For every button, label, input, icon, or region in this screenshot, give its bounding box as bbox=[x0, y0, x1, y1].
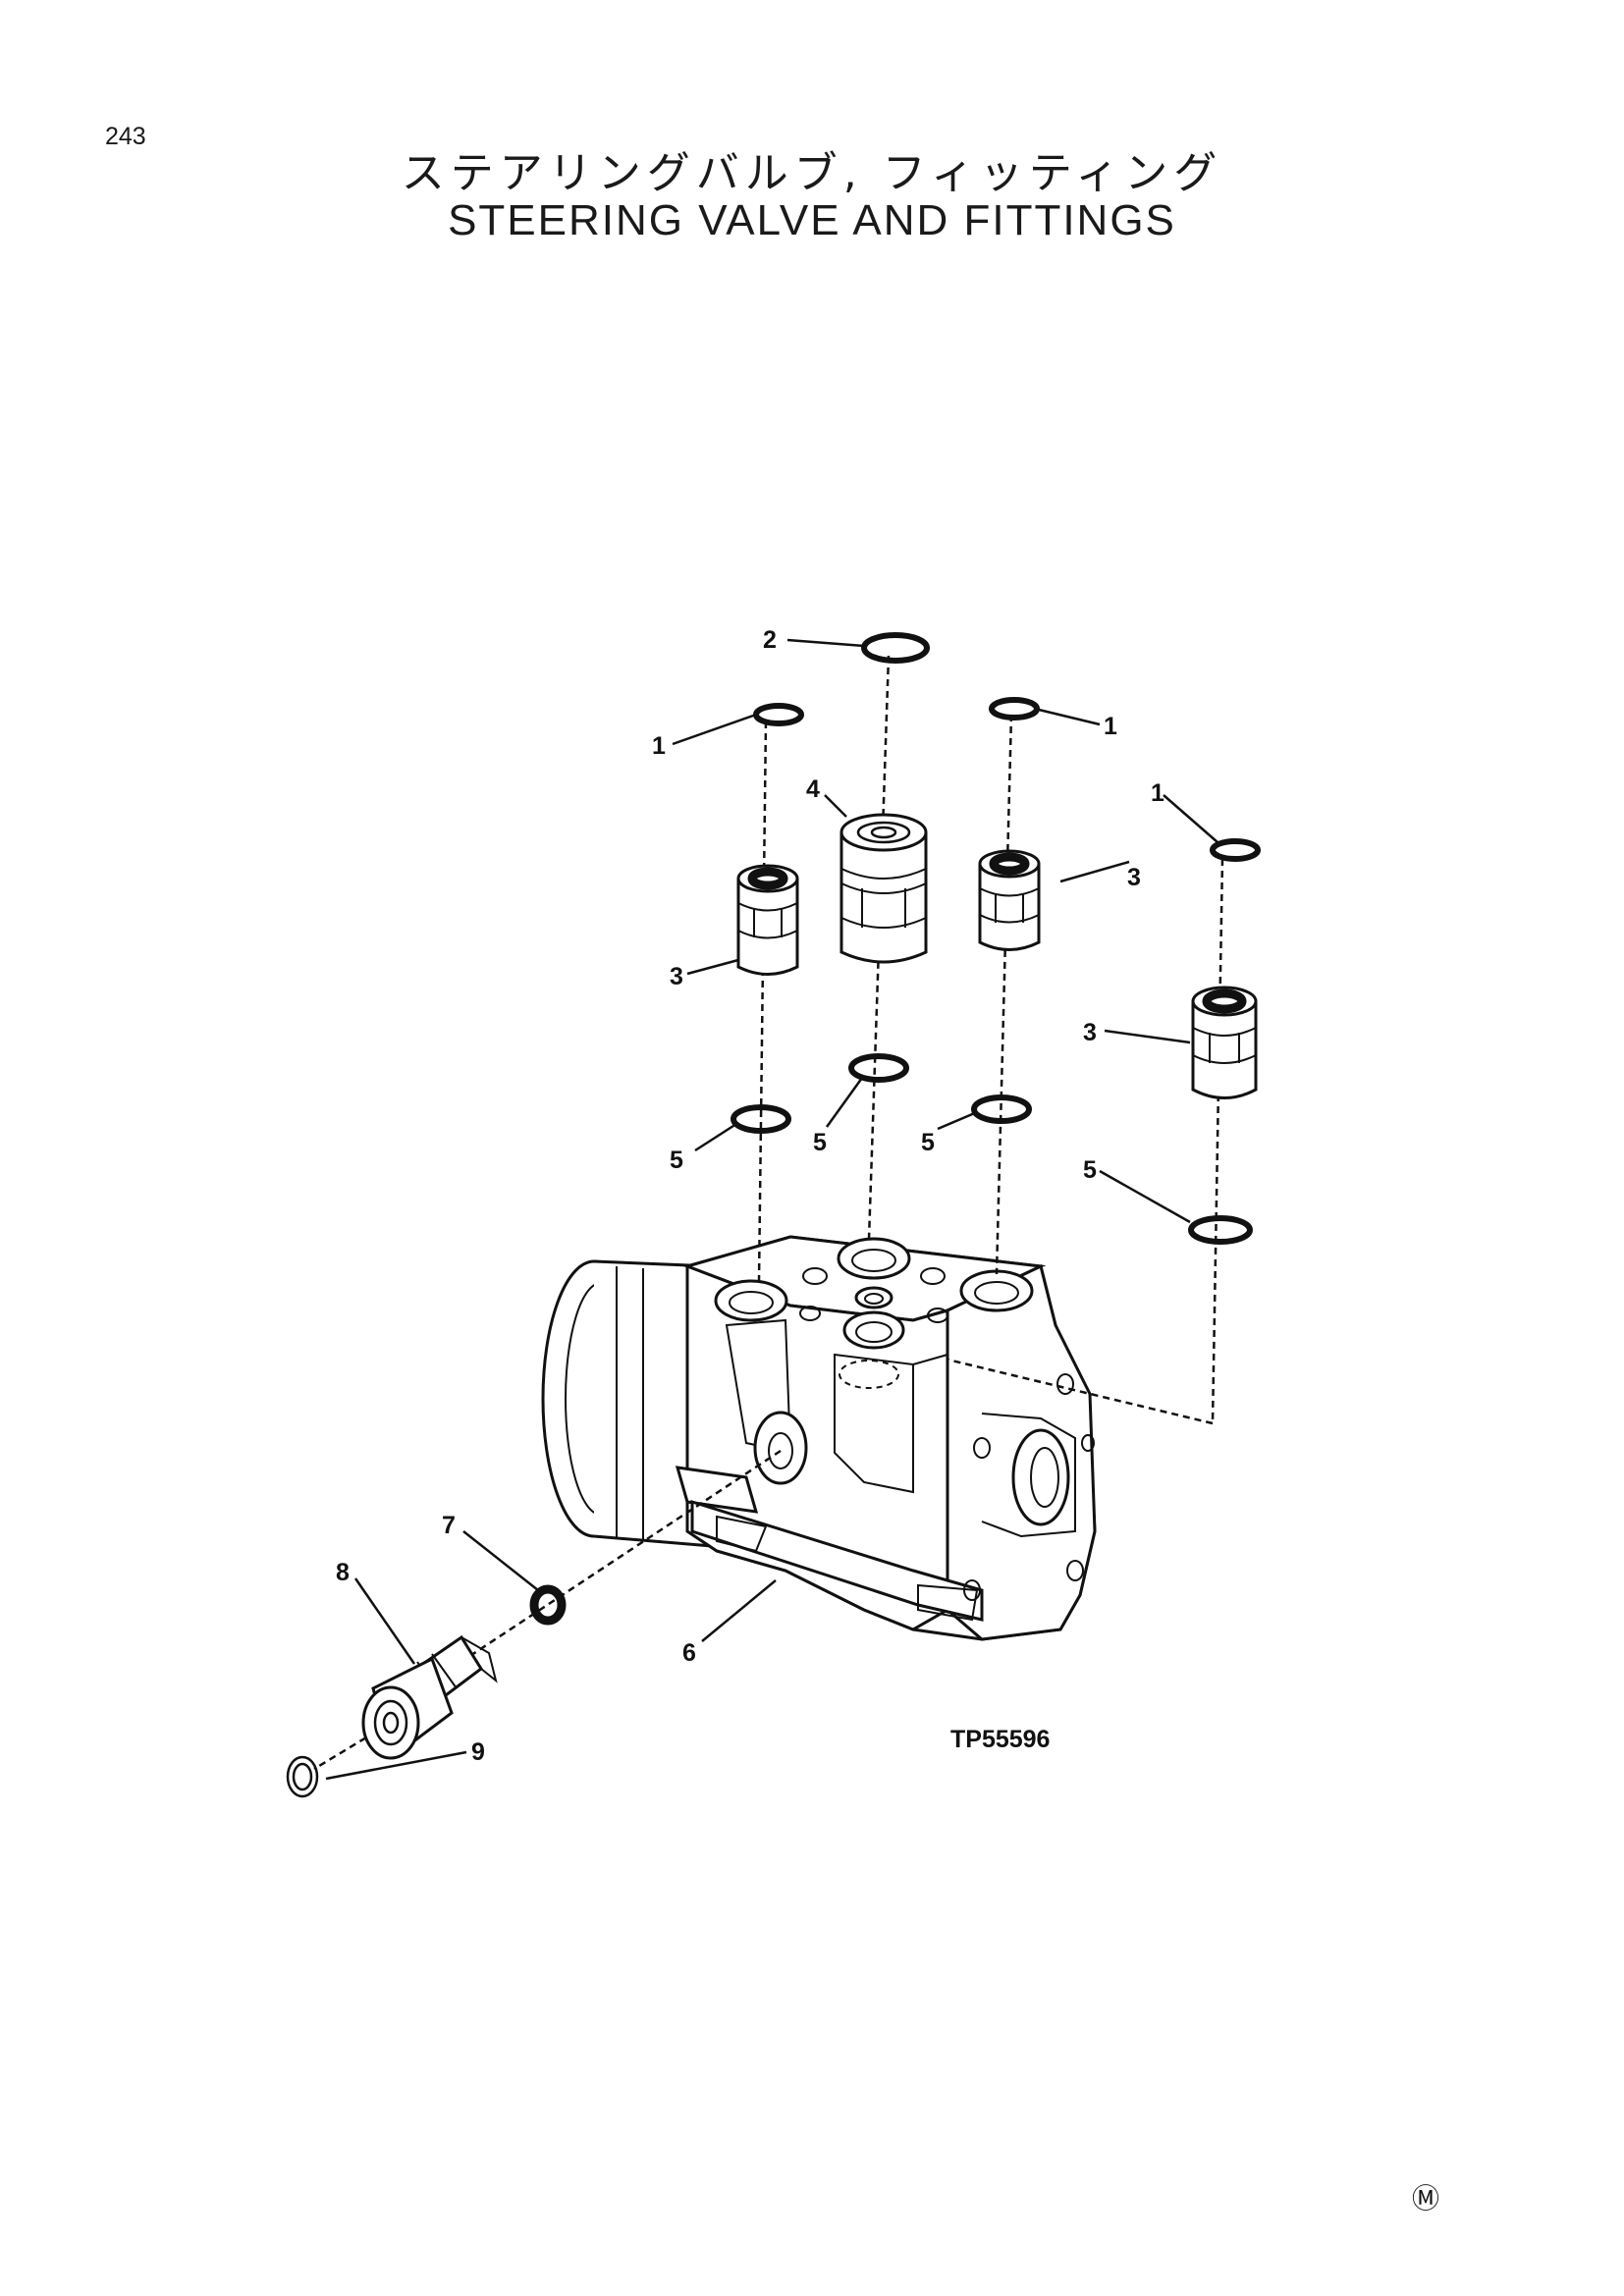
callout-8: 8 bbox=[336, 1559, 350, 1586]
page-number: 243 bbox=[105, 123, 146, 150]
seal-part-7 bbox=[529, 1584, 567, 1626]
o-ring-part-9 bbox=[286, 1755, 319, 1798]
callout-5d: 5 bbox=[1083, 1156, 1097, 1184]
callout-2: 2 bbox=[763, 626, 777, 654]
callout-1a: 1 bbox=[652, 732, 666, 760]
figure-code: TP55596 bbox=[950, 1726, 1050, 1753]
leader-lines bbox=[325, 638, 1218, 1781]
callout-3c: 3 bbox=[1083, 1019, 1097, 1046]
callout-1c: 1 bbox=[1151, 779, 1164, 807]
assembly-lines bbox=[313, 655, 1224, 1771]
o-ring-part-5c bbox=[971, 1095, 1032, 1124]
callout-1b: 1 bbox=[1104, 713, 1117, 740]
title-japanese: ステアリングバルブ, フィッティング bbox=[401, 148, 1223, 198]
fitting-part-3b bbox=[978, 849, 1041, 951]
callout-7: 7 bbox=[442, 1512, 456, 1539]
callout-5c: 5 bbox=[921, 1129, 935, 1156]
corner-mark: Ⓜ bbox=[1412, 2182, 1439, 2215]
callout-3a: 3 bbox=[670, 963, 683, 990]
o-ring-part-1a bbox=[753, 703, 804, 726]
callout-5a: 5 bbox=[670, 1147, 683, 1174]
o-ring-part-2 bbox=[861, 632, 930, 664]
fitting-part-3c bbox=[1191, 986, 1258, 1099]
o-ring-part-1b bbox=[989, 697, 1040, 721]
callout-4: 4 bbox=[806, 775, 820, 803]
o-ring-part-5a bbox=[731, 1104, 791, 1134]
o-ring-part-5b bbox=[848, 1053, 909, 1083]
fitting-part-3a bbox=[736, 864, 799, 976]
callout-9: 9 bbox=[471, 1738, 485, 1766]
fitting-part-8 bbox=[361, 1634, 498, 1760]
title-english: STEERING VALVE AND FITTINGS bbox=[448, 196, 1176, 244]
callout-6: 6 bbox=[682, 1639, 696, 1667]
o-ring-part-5d bbox=[1188, 1215, 1253, 1245]
callout-5b: 5 bbox=[813, 1129, 827, 1156]
callout-numbers: 2 1 1 1 4 3 3 3 5 5 5 5 7 8 6 9 bbox=[336, 626, 1164, 1766]
callout-3b: 3 bbox=[1127, 864, 1141, 891]
fitting-part-4 bbox=[839, 813, 928, 964]
o-ring-part-1c bbox=[1210, 838, 1261, 862]
steering-valve-body bbox=[541, 1235, 1097, 1641]
